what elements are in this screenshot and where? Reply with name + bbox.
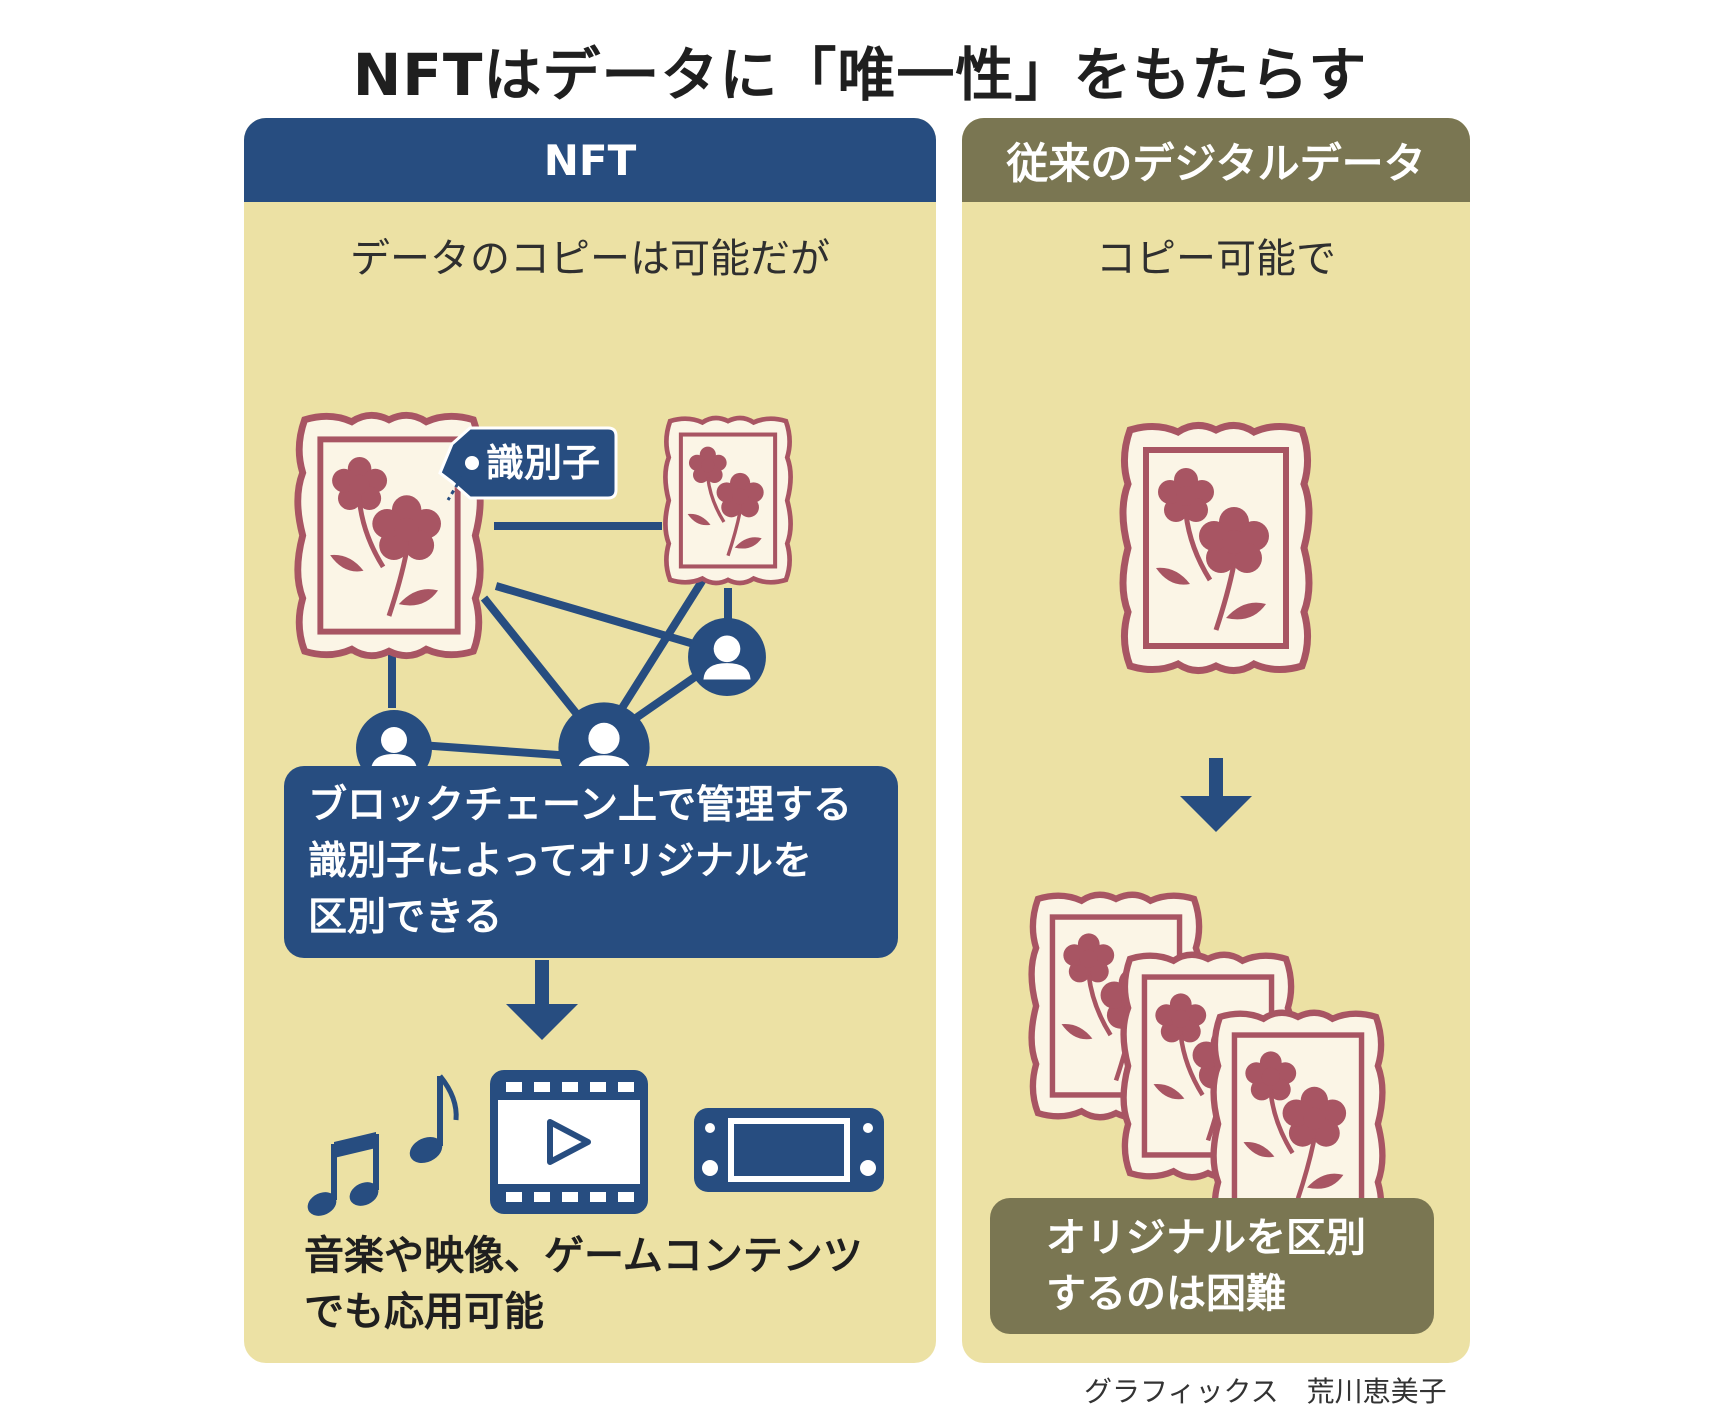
tag-hole-icon [465, 456, 479, 470]
identifier-tag-label: 識別子 [486, 441, 600, 485]
conventional-subtitle: コピー可能で [1096, 236, 1336, 282]
conclusion-line: するのは困難 [1046, 1271, 1286, 1317]
game-console-icon [694, 1108, 884, 1192]
application-note-line: 音楽や映像、ゲームコンテンツ [304, 1233, 863, 1279]
nft-network-diagram: 識別子 [244, 268, 936, 794]
identifier-tag: 識別子 [438, 426, 618, 501]
conventional-panel: 従来のデジタルデータ コピー可能で オリジナルを区別 するのは困難 [962, 118, 1470, 1363]
conclusion-line: オリジナルを区別 [1046, 1215, 1366, 1261]
application-note: 音楽や映像、ゲームコンテンツ でも応用可能 [304, 1228, 863, 1340]
nft-panel: NFT データのコピーは可能だが 識別子 ブロックチェーン上で管理する 識別子に… [244, 118, 936, 1363]
down-arrow-icon [506, 960, 578, 1040]
copied-artwork-frame [665, 418, 790, 583]
nft-subtitle: データのコピーは可能だが [350, 236, 830, 282]
copy-diagram [962, 278, 1470, 1198]
down-arrow-icon [1180, 758, 1252, 832]
callout-line: 識別子によってオリジナルを [308, 839, 812, 884]
callout-line: 区別できる [308, 895, 503, 940]
application-note-line: でも応用可能 [304, 1289, 544, 1335]
graphics-credit: グラフィックス 荒川恵美子 [1084, 1375, 1447, 1408]
media-icons-area [307, 960, 884, 1216]
video-play-icon [490, 1070, 648, 1214]
music-notes-icon [307, 1074, 459, 1216]
nft-panel-header: NFT [244, 118, 936, 202]
user-icon [688, 618, 766, 696]
conclusion-box: オリジナルを区別 するのは困難 [990, 1198, 1434, 1334]
page-title: NFTはデータに「唯一性」をもたらす [352, 41, 1368, 109]
blockchain-callout: ブロックチェーン上で管理する 識別子によってオリジナルを 区別できる [284, 766, 898, 958]
source-artwork-frame [1123, 425, 1309, 670]
callout-line: ブロックチェーン上で管理する [308, 783, 853, 828]
conventional-panel-header: 従来のデジタルデータ [962, 118, 1470, 202]
